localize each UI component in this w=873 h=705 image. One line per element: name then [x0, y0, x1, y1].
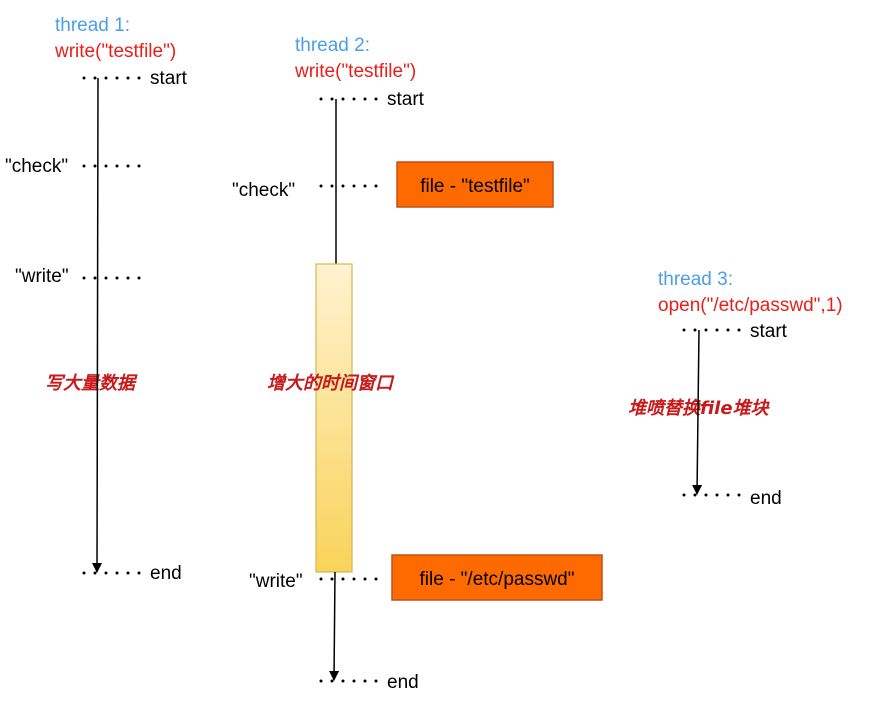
thread-2-start-label: start — [387, 89, 425, 110]
thread-3-note: 堆喷替换file堆块 — [628, 398, 771, 419]
thread-3-title: thread 3: — [658, 269, 733, 290]
thread-2-timeline-arrow — [329, 571, 340, 681]
thread-2-write-label: "write" — [249, 571, 303, 592]
thread-1-call: write("testfile") — [54, 41, 176, 62]
thread-3-call: open("/etc/passwd",1) — [658, 295, 843, 316]
thread-1: thread 1: write("testfile") start "check… — [5, 15, 188, 584]
thread-2-check-file-box — [396, 161, 554, 208]
thread-3-end-label: end — [750, 488, 782, 509]
thread-1-note: 写大量数据 — [45, 373, 138, 394]
thread-2-end-label: end — [387, 672, 419, 693]
thread-2-write-file-label: file - "/etc/passwd" — [420, 569, 575, 590]
thread-1-timeline-arrow — [92, 77, 103, 573]
thread-2-call: write("testfile") — [294, 61, 416, 82]
thread-1-start-label: start — [150, 68, 188, 89]
thread-1-write-label: "write" — [15, 266, 69, 287]
thread-2-title: thread 2: — [295, 35, 370, 56]
thread-2: thread 2: write("testfile") start "check… — [232, 35, 603, 693]
thread-1-title: thread 1: — [55, 15, 130, 36]
thread-2-time-window — [315, 263, 353, 573]
thread-2-check-file-label: file - "testfile" — [420, 176, 530, 197]
thread-3-timeline-arrow — [692, 329, 703, 495]
thread-3: thread 3: open("/etc/passwd",1) start 堆喷… — [628, 269, 843, 509]
thread-2-check-label: "check" — [232, 180, 295, 201]
thread-2-write-file-box — [391, 554, 603, 601]
thread-1-check-label: "check" — [5, 156, 68, 177]
thread-1-end-label: end — [150, 563, 182, 584]
thread-2-window-note: 增大的时间窗口 — [267, 373, 395, 394]
thread-3-start-label: start — [750, 321, 788, 342]
